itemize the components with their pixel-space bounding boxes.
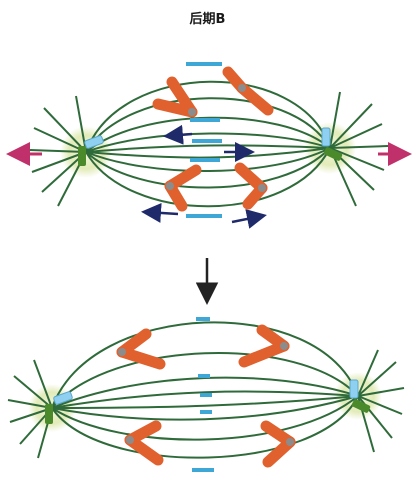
arrow-icon <box>231 209 267 229</box>
bottom-spindle <box>7 317 405 472</box>
bottom-overlap-proteins <box>192 317 214 472</box>
centriole-icon <box>349 379 371 413</box>
top-overlap-proteins <box>186 62 222 218</box>
top-chromosomes <box>152 66 274 212</box>
arrow-icon <box>163 124 193 145</box>
chromosome-icon <box>116 328 166 370</box>
bottom-spindle-fibers <box>51 321 359 459</box>
chromosome-icon <box>124 420 164 466</box>
centriole-icon <box>321 127 343 161</box>
chromosome-icon <box>222 66 274 116</box>
top-spindle-fibers <box>85 80 331 208</box>
motor-arrows <box>141 124 267 229</box>
arrow-icon <box>141 202 179 223</box>
page-title: 后期B <box>189 12 226 27</box>
top-spindle <box>6 62 412 229</box>
chromosome-icon <box>152 76 198 118</box>
chromosome-icon <box>260 420 296 468</box>
chromosome-icon <box>164 164 202 212</box>
chromosome-icon <box>234 162 268 210</box>
left-astral-rays <box>29 95 87 207</box>
bottom-chromosomes <box>116 324 296 468</box>
centriole-icon <box>45 391 73 424</box>
centriole-icon <box>78 135 104 166</box>
chromosome-icon <box>238 324 290 368</box>
